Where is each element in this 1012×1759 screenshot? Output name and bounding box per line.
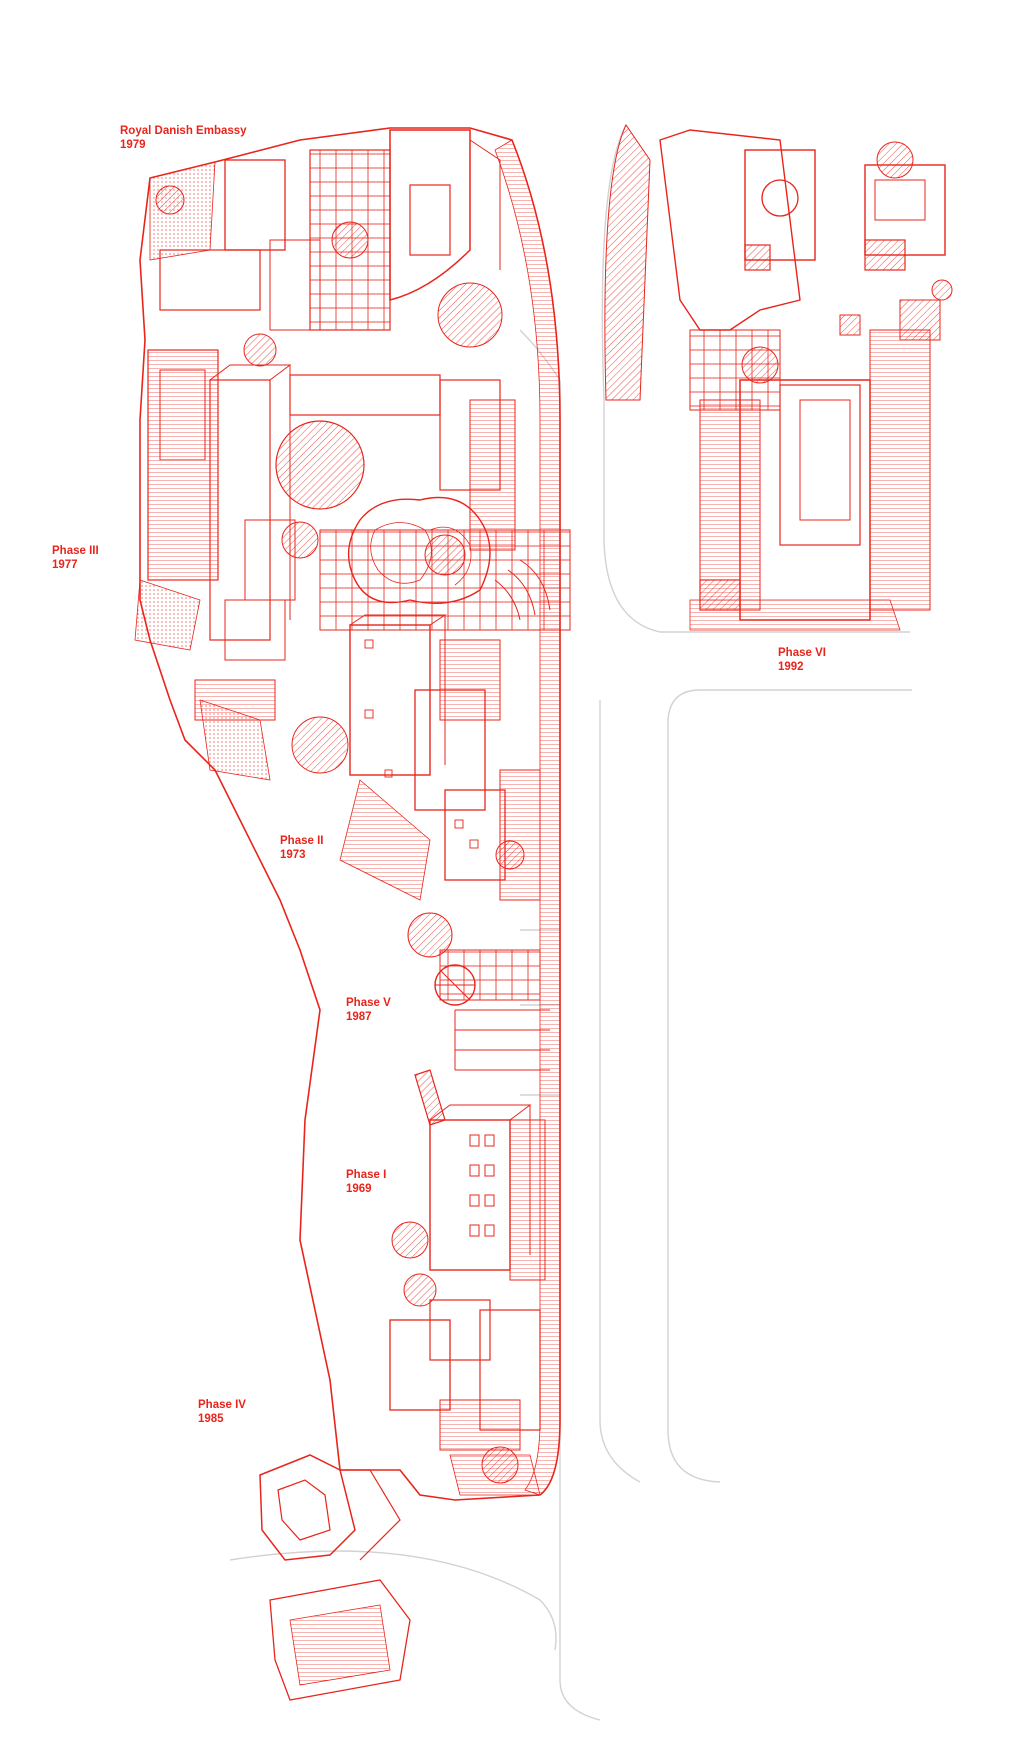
label-phase-1-year: 1969 [346,1183,372,1195]
label-phase-3-name: Phase III [52,545,99,557]
label-phase-3-year: 1977 [52,559,78,571]
label-embassy-year: 1979 [120,139,146,151]
phase6-buildings [604,123,946,631]
label-phase-4: Phase IV 1985 [198,1398,246,1426]
phase5-plaza [434,949,550,1071]
trees [155,141,953,1484]
label-phase-6: Phase VI 1992 [778,646,826,674]
label-phase-2: Phase II 1973 [280,834,323,862]
street-curbs [229,124,912,1721]
phase2-buildings [339,614,541,901]
label-phase-4-year: 1985 [198,1413,224,1425]
label-embassy-name: Royal Danish Embassy [120,125,247,137]
label-phase-6-year: 1992 [778,661,804,673]
label-phase-4-name: Phase IV [198,1399,246,1411]
phase4-buildings [259,1454,411,1701]
label-phase-2-year: 1973 [280,849,306,861]
main-site-outline [139,127,561,1501]
label-phase-3: Phase III 1977 [52,544,99,572]
label-phase-5-year: 1987 [346,1011,372,1023]
label-phase-2-name: Phase II [280,835,324,847]
label-phase-5-name: Phase V [346,997,391,1009]
phase3-buildings [134,349,296,781]
label-phase-1: Phase I 1969 [346,1168,386,1196]
label-phase-6-name: Phase VI [778,647,826,659]
label-phase-1-name: Phase I [346,1169,387,1181]
label-royal-danish-embassy: Royal Danish Embassy 1979 [120,124,247,152]
label-phase-5: Phase V 1987 [346,996,391,1024]
